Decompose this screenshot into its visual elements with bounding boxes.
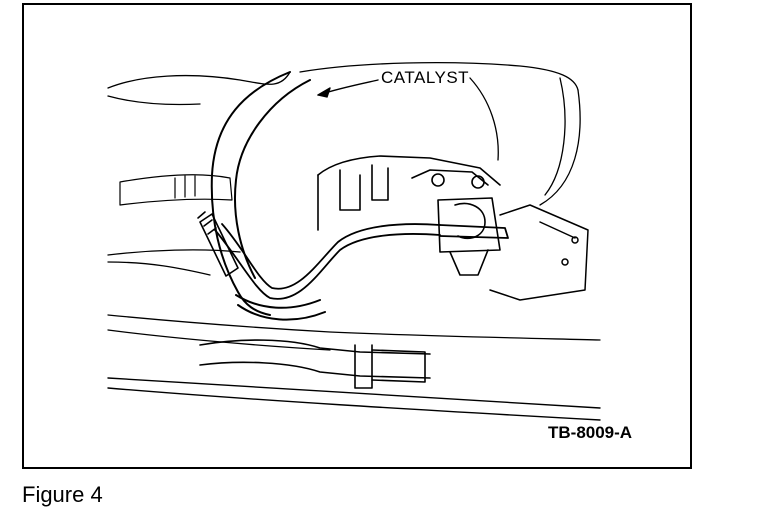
sensor-tube [214, 223, 509, 300]
floor-pan-outline [107, 61, 601, 351]
heat-shield [119, 174, 233, 206]
side-plate [489, 204, 589, 301]
sensor-fitting [197, 211, 239, 277]
figure-reference-id: TB-8009-A [548, 423, 633, 442]
frame-rail [107, 377, 601, 421]
catalyst-callout-label: CATALYST [381, 68, 470, 87]
exhaust-pipe [199, 339, 431, 389]
callout-leader [317, 79, 379, 98]
figure-caption: Figure 4 [22, 482, 103, 507]
clamp-block [437, 197, 501, 276]
mounting-bracket [317, 155, 501, 231]
catalyst-pipe [210, 71, 326, 321]
